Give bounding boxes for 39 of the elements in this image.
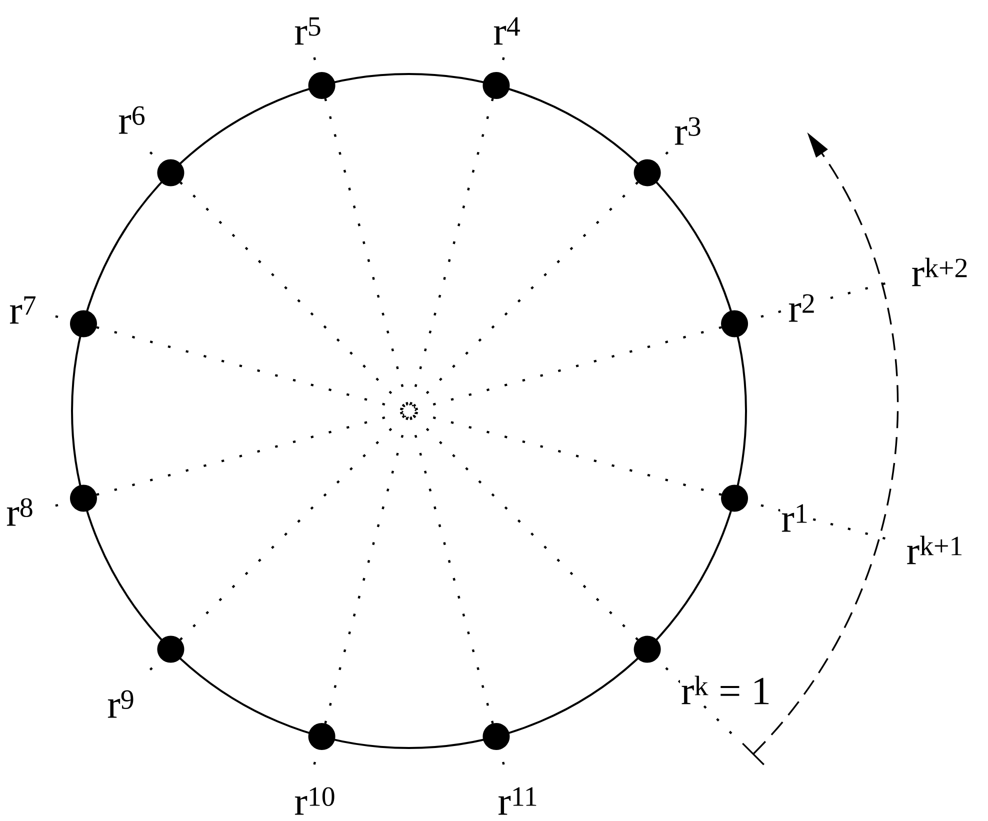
radial-line — [324, 98, 408, 405]
dot — [157, 636, 184, 663]
point-label: r$^{3}$ — [673, 116, 703, 146]
dot — [634, 159, 661, 186]
point-label: r$^{11}$ — [496, 786, 540, 816]
dot — [482, 723, 510, 750]
dot — [634, 636, 661, 663]
point-label: r$^{1}$ — [780, 503, 810, 533]
radial-line — [324, 416, 408, 724]
radial-line — [415, 412, 722, 496]
dot — [70, 484, 97, 512]
point-label: r$^{8}$ — [5, 497, 35, 527]
point-label: r$^{5}$ — [293, 16, 323, 46]
point-label: r$^{10}$ — [293, 786, 337, 816]
point-label: r$^{4}$ — [492, 16, 522, 46]
dot — [482, 72, 510, 99]
radial-line — [179, 181, 406, 408]
dot — [308, 723, 336, 750]
dot — [70, 310, 97, 338]
dot — [308, 72, 336, 99]
point-label: r$^{k+2}$ — [910, 256, 970, 288]
radial-line — [96, 412, 404, 496]
point-label: r$^{k+1}$ — [905, 534, 965, 566]
point-label: r$^{7}$ — [8, 295, 38, 325]
radial-line — [96, 326, 404, 410]
radial-line — [415, 326, 722, 410]
center-mark — [402, 404, 416, 418]
radial-line — [410, 98, 494, 405]
point-label: r$^{9}$ — [106, 689, 136, 719]
dot — [721, 310, 748, 338]
point-label: r$^{6}$ — [117, 105, 147, 135]
dot — [721, 484, 748, 512]
point-label: r$^{2}$ — [787, 293, 817, 323]
radial-line — [412, 414, 639, 640]
radial-line — [179, 414, 406, 640]
point-label: r$^{k}$ = 1 — [680, 674, 772, 706]
dot — [157, 159, 184, 186]
radial-line — [412, 181, 639, 408]
radial-line — [410, 416, 494, 724]
